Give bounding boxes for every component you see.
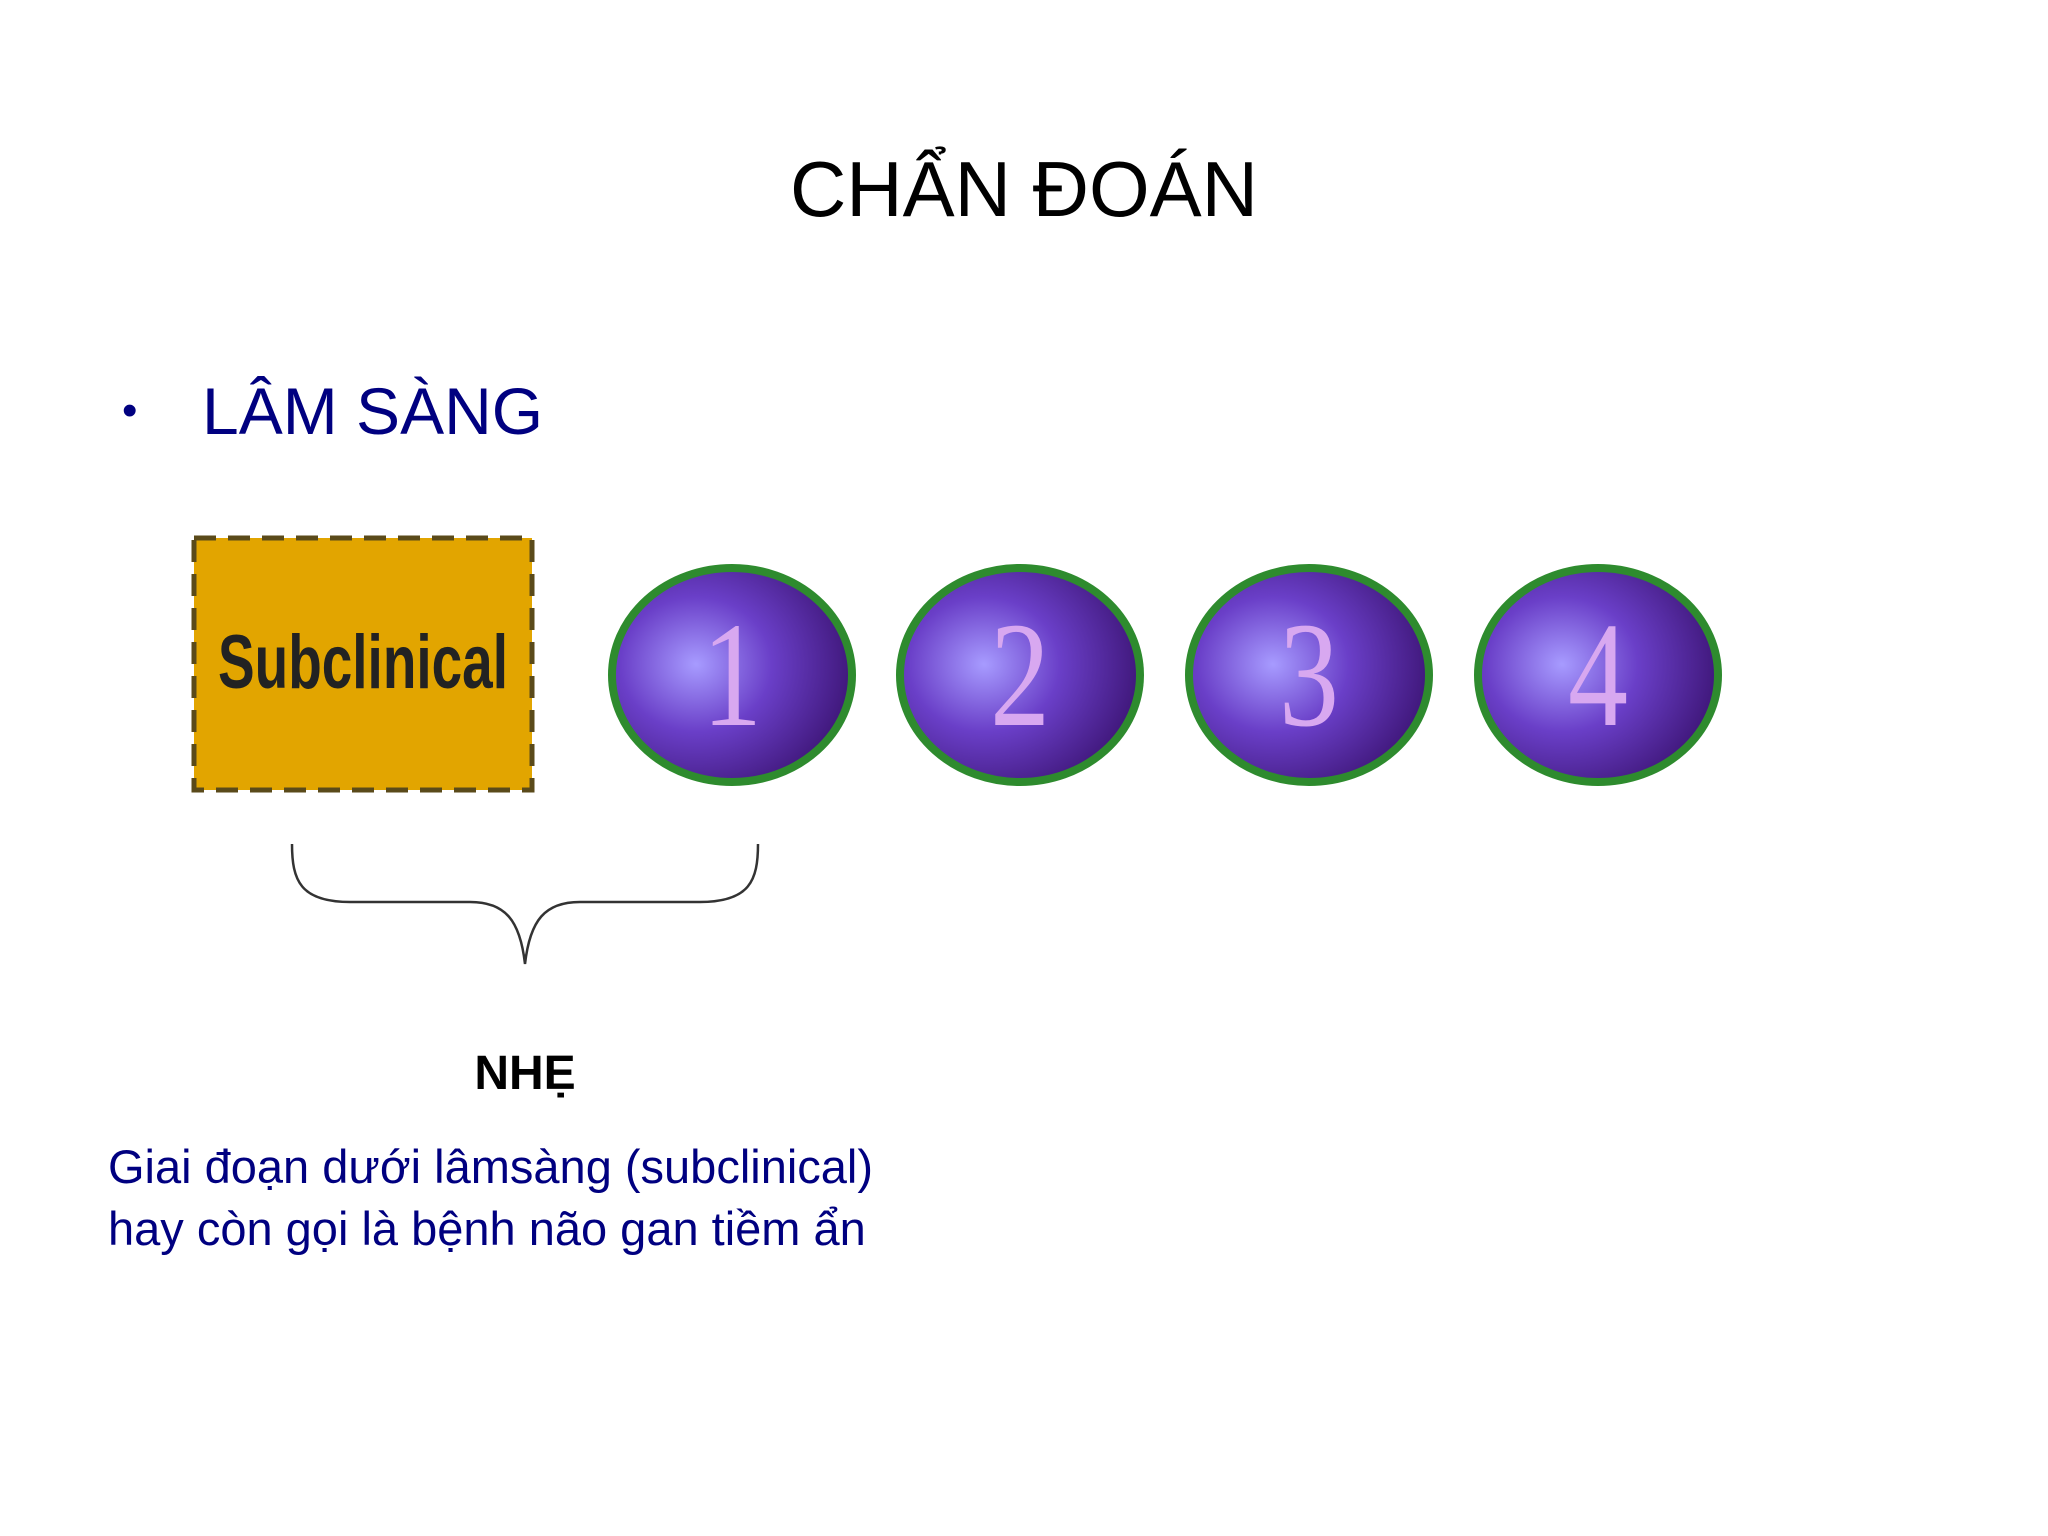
stage-oval-2: 2 bbox=[896, 564, 1144, 786]
stage-number-4: 4 bbox=[1568, 592, 1628, 758]
stage-diagram: Subclinical 1 2 3 4 bbox=[180, 518, 1750, 818]
description: Giai đoạn dưới lâmsàng (subclinical) hay… bbox=[108, 1136, 1108, 1260]
severity-label: NHẸ bbox=[474, 1047, 576, 1100]
slide-title: CHẨN ĐOÁN bbox=[789, 145, 1259, 233]
stage-oval-1: 1 bbox=[608, 564, 856, 786]
bullet-dot-icon: • bbox=[122, 386, 138, 435]
stage-number-2: 2 bbox=[990, 592, 1050, 758]
curly-brace bbox=[290, 843, 760, 965]
stage-oval-4: 4 bbox=[1474, 564, 1722, 786]
stage-oval-3: 3 bbox=[1185, 564, 1433, 786]
subclinical-label: Subclinical bbox=[218, 620, 508, 705]
description-line-1: Giai đoạn dưới lâmsàng (subclinical) bbox=[108, 1140, 874, 1193]
description-line-2: hay còn gọi là bệnh não gan tiềm ẩn bbox=[108, 1202, 866, 1255]
bullet-item: • LÂM SÀNG bbox=[122, 378, 543, 444]
stage-number-1: 1 bbox=[702, 592, 762, 758]
subclinical-box: Subclinical bbox=[191, 535, 535, 793]
bullet-text: LÂM SÀNG bbox=[202, 374, 544, 448]
stage-number-3: 3 bbox=[1279, 592, 1339, 758]
